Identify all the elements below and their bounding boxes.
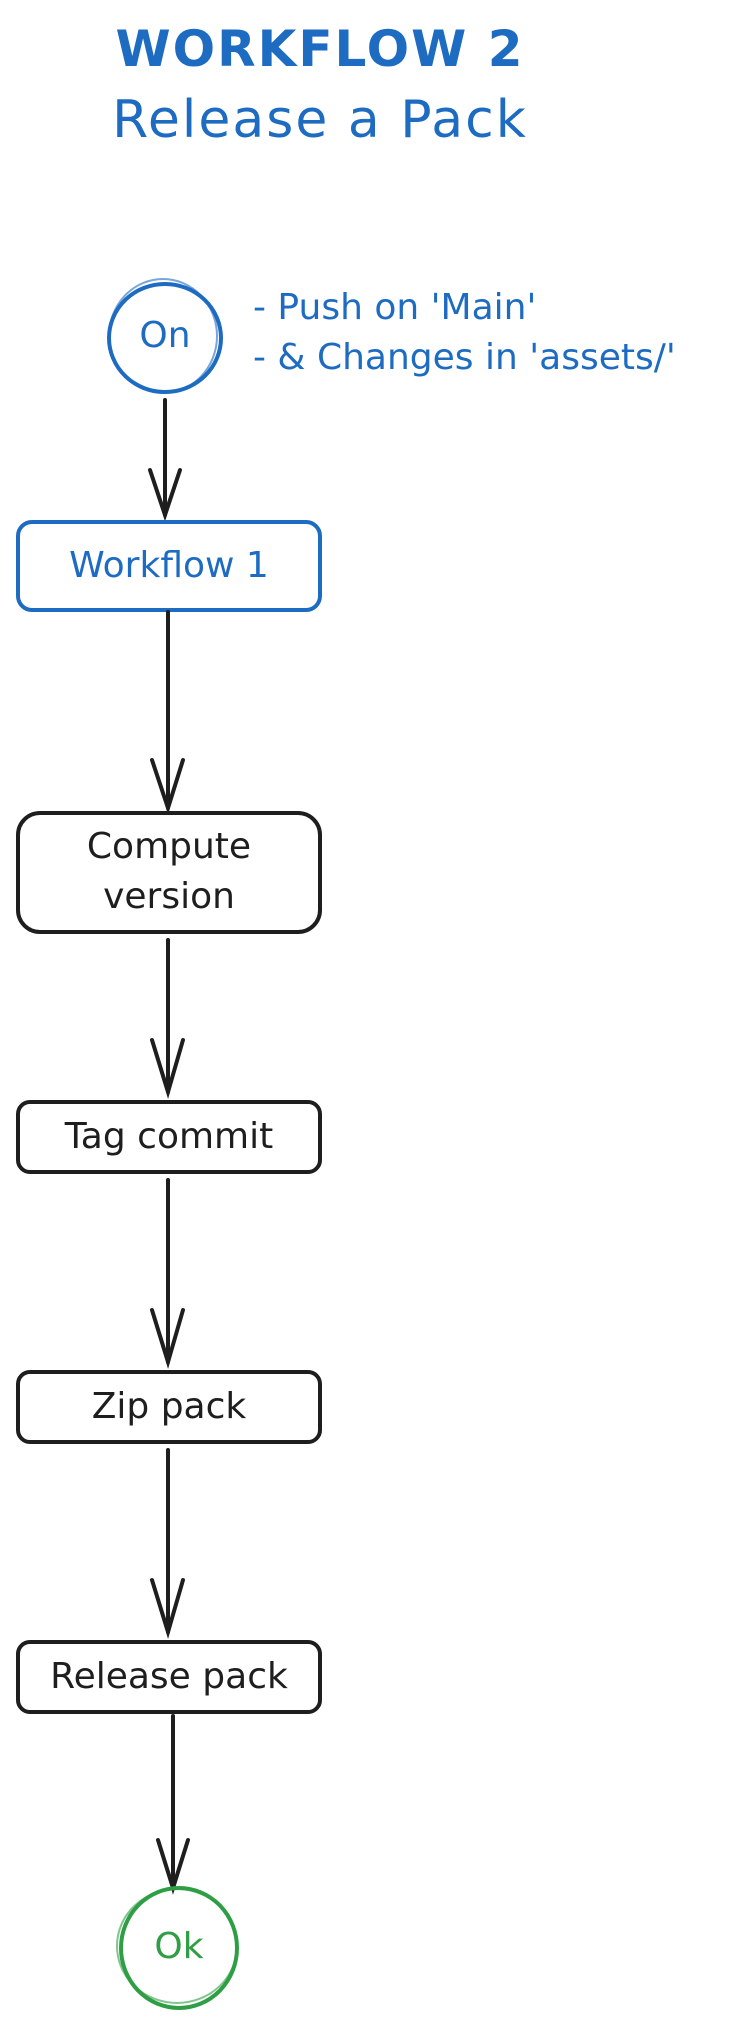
compute-version-label-line-2: version <box>103 876 235 917</box>
zip-pack-box <box>16 1370 322 1444</box>
workflow1-label: Workflow 1 <box>69 545 269 586</box>
tag-commit-box <box>16 1100 322 1174</box>
arrow-release-pack-to-ok <box>156 1714 190 1895</box>
trigger-condition-changes: - & Changes in 'assets/' <box>253 337 676 378</box>
start-node-label: On <box>139 315 191 356</box>
compute-version-box <box>16 811 322 934</box>
zip-pack-label: Zip pack <box>91 1386 247 1427</box>
diagram-title-line-2: Release a Pack <box>112 90 528 150</box>
diagram-title-line-1: WORKFLOW 2 <box>115 20 525 78</box>
tag-commit-label: Tag commit <box>64 1116 274 1157</box>
arrow-start-to-workflow1 <box>148 398 182 522</box>
end-node-label: Ok <box>154 1926 204 1967</box>
arrow-compute-version-to-tag-commit <box>150 938 185 1100</box>
trigger-condition-push: - Push on 'Main' <box>253 287 537 328</box>
compute-version-label-line-1: Compute <box>86 826 252 867</box>
arrow-zip-pack-to-release-pack <box>150 1448 185 1640</box>
arrow-workflow1-to-compute-version <box>150 610 185 815</box>
release-pack-box <box>16 1640 322 1714</box>
workflow1-box <box>16 520 322 612</box>
release-pack-label: Release pack <box>50 1656 288 1697</box>
arrow-tag-commit-to-zip-pack <box>150 1178 185 1370</box>
